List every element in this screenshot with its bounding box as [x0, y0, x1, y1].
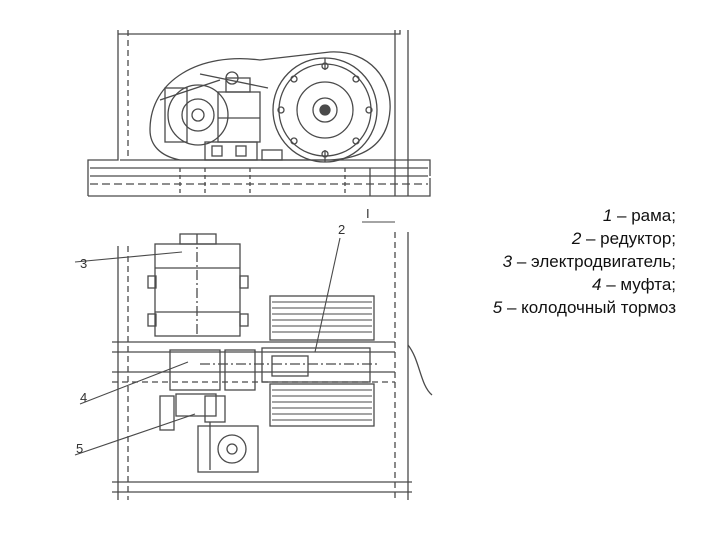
- frame-callout: I: [366, 206, 370, 221]
- legend: 1 – рама; 2 – редуктор; 3 – электродвига…: [440, 204, 676, 319]
- legend-item-reducer: 2 – редуктор;: [571, 229, 676, 248]
- reducer-callout: 2: [338, 222, 345, 237]
- legend-item-motor: 3 – электродвигатель;: [502, 252, 676, 271]
- leader-lines: [74, 221, 395, 456]
- reducer-leader: [314, 237, 341, 353]
- motor-callout: 3: [80, 256, 87, 271]
- brake-leader: [74, 413, 196, 456]
- coupling-callout: 4: [80, 390, 87, 405]
- legend-item-frame: 1 – рама;: [602, 206, 676, 225]
- side-view: [87, 30, 431, 197]
- motor-leader: [74, 251, 183, 263]
- plan-view: [112, 232, 433, 500]
- coupling-leader: [79, 361, 189, 405]
- legend-item-brake: 5 – колодочный тормоз: [492, 298, 676, 317]
- brake-callout: 5: [76, 441, 83, 456]
- legend-item-coupling: 4 – муфта;: [592, 275, 676, 294]
